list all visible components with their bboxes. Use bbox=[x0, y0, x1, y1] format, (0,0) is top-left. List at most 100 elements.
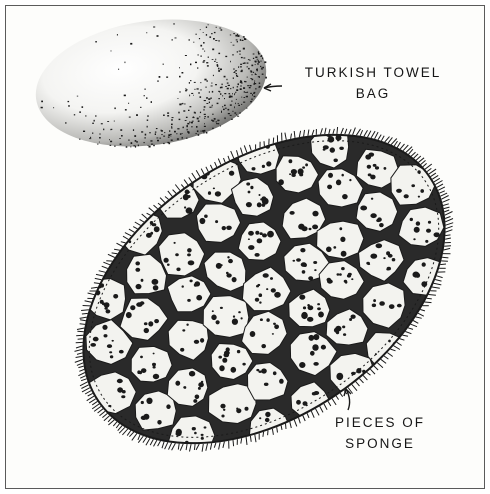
bag-fringe-stroke bbox=[367, 372, 371, 375]
towel-stipple-dot bbox=[247, 66, 248, 67]
towel-stipple-dot bbox=[121, 135, 123, 136]
towel-stipple-dot bbox=[233, 78, 234, 79]
towel-stipple-dot bbox=[209, 36, 211, 38]
bag-fringe-stroke bbox=[445, 212, 453, 216]
towel-stipple-dot bbox=[94, 120, 95, 121]
towel-stipple-dot bbox=[180, 91, 181, 93]
bag-fringe-stroke bbox=[439, 191, 445, 193]
towel-stipple-dot bbox=[175, 38, 177, 39]
towel-stipple-dot bbox=[257, 59, 259, 60]
towel-stipple-dot bbox=[128, 103, 129, 104]
bag-fringe-stroke bbox=[443, 204, 449, 206]
bag-fringe-stroke bbox=[244, 145, 247, 152]
towel-stipple-dot bbox=[174, 131, 176, 133]
bag-fringe-stroke bbox=[218, 159, 221, 165]
towel-stipple-dot bbox=[240, 112, 241, 113]
towel-stipple-dot bbox=[237, 86, 238, 87]
bag-fringe-stroke bbox=[272, 429, 273, 435]
towel-stipple-dot bbox=[242, 40, 244, 41]
towel-stipple-dot bbox=[243, 36, 245, 37]
bag-fringe-stroke bbox=[100, 411, 106, 416]
towel-stipple-dot bbox=[200, 96, 202, 98]
towel-stipple-dot bbox=[235, 103, 236, 104]
bag-fringe-stroke bbox=[394, 141, 397, 146]
towel-stipple-dot bbox=[128, 140, 129, 141]
bag-fringe-stroke bbox=[349, 129, 351, 134]
towel-stipple-dot bbox=[262, 74, 264, 75]
towel-stipple-dot bbox=[171, 136, 172, 137]
bag-fringe-stroke bbox=[385, 137, 390, 142]
towel-stipple-dot bbox=[250, 60, 251, 61]
bag-fringe-stroke bbox=[196, 444, 199, 450]
towel-stipple-dot bbox=[189, 122, 190, 123]
bag-fringe-stroke bbox=[142, 214, 148, 219]
bag-fringe-stroke bbox=[219, 442, 221, 449]
sponge-label-line-2: SPONGE bbox=[300, 433, 460, 454]
towel-stipple-dot bbox=[231, 119, 233, 120]
bag-fringe-stroke bbox=[444, 246, 451, 247]
towel-stipple-dot bbox=[211, 86, 213, 87]
towel-stipple-dot bbox=[109, 139, 110, 140]
towel-stipple-dot bbox=[252, 74, 253, 75]
towel-stipple-dot bbox=[183, 110, 185, 111]
towel-stipple-dot bbox=[144, 89, 145, 90]
bag-fringe-stroke bbox=[329, 129, 330, 134]
bag-fringe-stroke bbox=[224, 158, 226, 162]
towel-stipple-dot bbox=[163, 115, 165, 117]
towel-stipple-dot bbox=[212, 128, 214, 129]
towel-stipple-dot bbox=[254, 96, 256, 97]
towel-stipple-dot bbox=[259, 86, 261, 88]
towel-stipple-dot bbox=[184, 103, 185, 104]
bag-fringe-stroke bbox=[132, 433, 137, 440]
bag-fringe-stroke bbox=[102, 266, 108, 268]
towel-stipple-dot bbox=[185, 55, 187, 56]
bag-fringe-stroke bbox=[78, 366, 83, 368]
towel-stipple-dot bbox=[85, 115, 86, 116]
towel-stipple-dot bbox=[223, 109, 225, 110]
towel-stipple-dot bbox=[110, 145, 112, 146]
bag-fringe-stroke bbox=[79, 369, 84, 371]
towel-stipple-dot bbox=[151, 101, 152, 103]
towel-stipple-dot bbox=[253, 72, 254, 73]
bag-fringe-stroke bbox=[294, 131, 295, 138]
towel-stipple-dot bbox=[190, 80, 191, 81]
bag-fringe-stroke bbox=[246, 437, 247, 445]
towel-stipple-dot bbox=[230, 88, 231, 89]
towel-stipple-dot bbox=[147, 116, 149, 117]
towel-stipple-dot bbox=[124, 95, 126, 97]
bag-fringe-stroke bbox=[312, 130, 314, 135]
bag-fringe-stroke bbox=[431, 173, 436, 177]
bag-fringe-stroke bbox=[154, 440, 157, 446]
bag-fringe-stroke bbox=[223, 442, 225, 448]
bag-fringe-stroke bbox=[377, 363, 383, 368]
bag-fringe-stroke bbox=[81, 310, 89, 311]
bag-fringe-stroke bbox=[394, 346, 400, 350]
towel-stipple-dot bbox=[146, 32, 147, 33]
bag-fringe-stroke bbox=[446, 226, 453, 229]
towel-stipple-dot bbox=[241, 97, 242, 98]
bag-fringe-stroke bbox=[118, 426, 123, 431]
towel-stipple-dot bbox=[188, 132, 190, 134]
bag-fringe-stroke bbox=[112, 253, 118, 254]
towel-stipple-dot bbox=[169, 130, 170, 132]
towel-stipple-dot bbox=[255, 64, 256, 65]
bag-fringe-stroke bbox=[324, 404, 327, 410]
towel-stipple-dot bbox=[248, 68, 250, 70]
towel-stipple-dot bbox=[203, 42, 205, 43]
towel-stipple-dot bbox=[173, 24, 175, 25]
towel-stipple-dot bbox=[186, 138, 187, 139]
towel-stipple-dot bbox=[197, 55, 199, 56]
towel-stipple-dot bbox=[238, 35, 240, 37]
bag-fringe-stroke bbox=[435, 280, 441, 282]
bag-fringe-stroke bbox=[117, 243, 123, 246]
towel-stipple-dot bbox=[254, 82, 255, 84]
towel-stipple-dot bbox=[238, 66, 239, 67]
towel-stipple-dot bbox=[250, 85, 252, 86]
bag-fringe-stroke bbox=[434, 178, 440, 182]
bag-fringe-stroke bbox=[337, 127, 338, 134]
towel-stipple-dot bbox=[233, 33, 235, 34]
towel-stipple-dot bbox=[110, 141, 112, 143]
bag-fringe-stroke bbox=[237, 150, 239, 156]
towel-stipple-dot bbox=[229, 96, 231, 98]
towel-stipple-dot bbox=[254, 92, 256, 93]
